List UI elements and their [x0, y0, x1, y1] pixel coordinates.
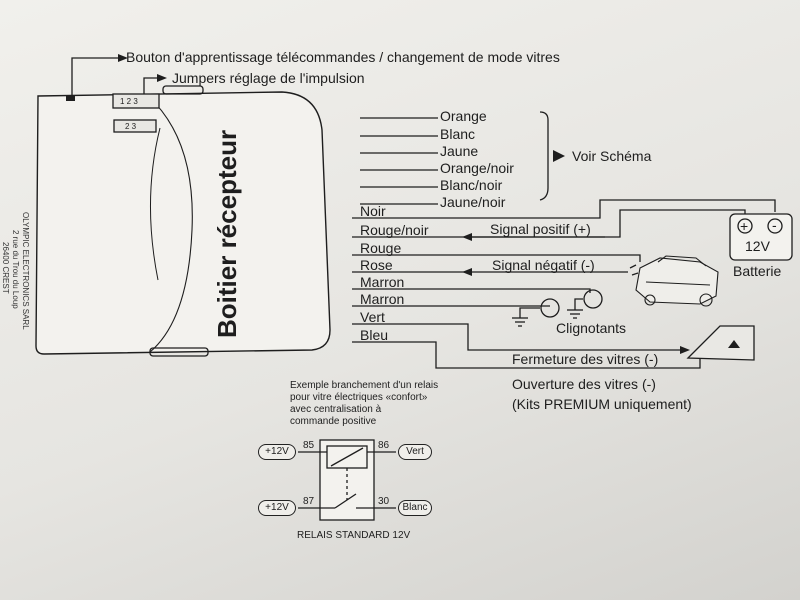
relay-caption-4: commande positive [290, 416, 377, 427]
relay-pin-86: 86 [378, 440, 390, 451]
relay-caption-3: avec centralisation à [290, 404, 382, 415]
voir-schema-label: Voir Schéma [572, 148, 652, 164]
relay-caption-2: pour vitre électriques «confort» [290, 392, 428, 403]
signal-negative-label: Signal négatif (-) [492, 257, 595, 273]
relay-pin-87: 87 [303, 496, 315, 507]
signal-positive-label: Signal positif (+) [490, 221, 591, 237]
wire-vert: Vert [360, 309, 385, 325]
jumper-callout [143, 77, 158, 95]
wire-marron-2: Marron [360, 291, 405, 307]
learn-button-callout-label: Bouton d'apprentissage télécommandes / c… [126, 49, 560, 65]
battery-label: Batterie [733, 263, 782, 279]
relay-footer: RELAIS STANDARD 12V [297, 530, 411, 541]
wire-marron-1: Marron [360, 274, 405, 290]
battery [729, 213, 793, 261]
relay-caption-1: Exemple branchement d'un relais [290, 380, 439, 391]
learn-button-callout [71, 57, 118, 97]
jumper-block-1-label: 1 2 3 [120, 97, 138, 106]
battery-voltage: 12V [745, 238, 770, 254]
wire-orange-noir: Orange/noir [440, 160, 514, 176]
wire-bleu: Bleu [360, 327, 389, 343]
wire-rouge: Rouge [360, 240, 402, 256]
wire-orange: Orange [440, 108, 487, 124]
jumper-callout-label: Jumpers réglage de l'impulsion [172, 70, 365, 86]
turn-signal-lamp-left [540, 298, 560, 318]
wire-jaune-noir: Jaune/noir [440, 194, 506, 210]
relay-left-top-terminal: +12V [258, 444, 296, 460]
open-windows-label: Ouverture des vitres (-) [512, 376, 656, 392]
battery-minus-icon: - [772, 217, 777, 233]
maker-line-3: 26400 CREST [1, 242, 10, 294]
close-windows-label: Fermeture des vitres (-) [512, 351, 659, 367]
relay-pin-85: 85 [303, 440, 315, 451]
wire-jaune: Jaune [440, 143, 479, 159]
relay-right-bottom-terminal: Blanc [398, 500, 432, 516]
relay-right-top-terminal: Vert [398, 444, 432, 460]
wire-rose: Rose [360, 257, 393, 273]
receiver-box [35, 91, 331, 355]
jumper-block-2-label: 2 3 [125, 122, 137, 131]
relay-pin-30: 30 [378, 496, 390, 507]
maker-line-1: OLYMPIC ELECTRONICS SARL [21, 212, 30, 330]
battery-plus-icon: + [740, 218, 749, 234]
maker-line-2: 2 rue du Trou du Loup [11, 230, 20, 309]
wire-rouge-noir: Rouge/noir [360, 222, 429, 238]
turn-signals-label: Clignotants [556, 320, 627, 336]
relay-left-bottom-terminal: +12V [258, 500, 296, 516]
window-icon [686, 325, 755, 361]
receiver-title: Boitier récepteur [212, 129, 242, 338]
premium-note: (Kits PREMIUM uniquement) [512, 396, 692, 412]
learn-button [66, 96, 75, 101]
car-illustration [635, 255, 719, 307]
wire-blanc: Blanc [440, 126, 476, 142]
wire-blanc-noir: Blanc/noir [440, 177, 503, 193]
turn-signal-lamp-right [583, 289, 603, 309]
wire-noir: Noir [360, 203, 386, 219]
